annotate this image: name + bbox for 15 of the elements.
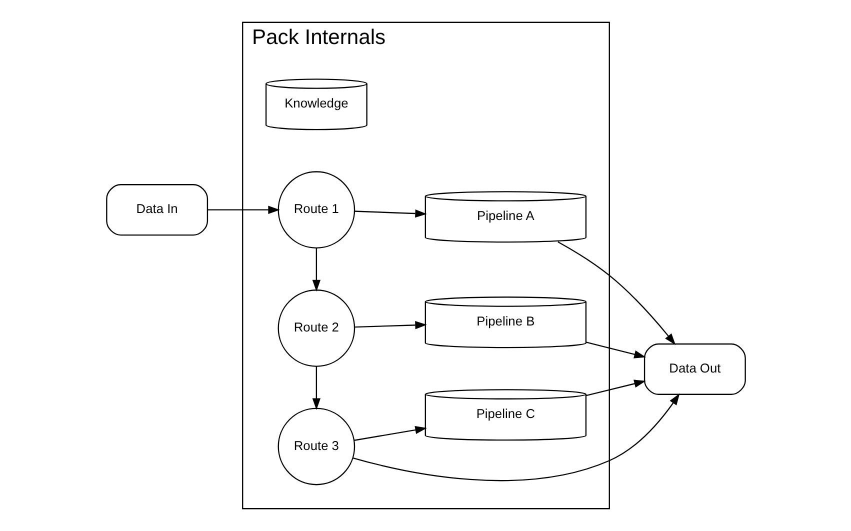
arrow <box>353 426 426 441</box>
node-box: Data Out <box>643 343 746 395</box>
arrow <box>354 321 426 330</box>
arrow <box>207 206 280 214</box>
arrow <box>312 366 320 410</box>
arrow <box>585 380 646 396</box>
arrow <box>352 393 680 482</box>
arrow <box>312 248 320 292</box>
node-circle: Route 2 <box>277 290 355 367</box>
node-box: Data In <box>106 184 208 236</box>
arrow <box>557 241 676 346</box>
arrow <box>354 209 426 218</box>
node-circle: Route 1 <box>277 171 355 249</box>
node-circle: Route 3 <box>277 408 355 486</box>
arrow <box>585 342 646 358</box>
